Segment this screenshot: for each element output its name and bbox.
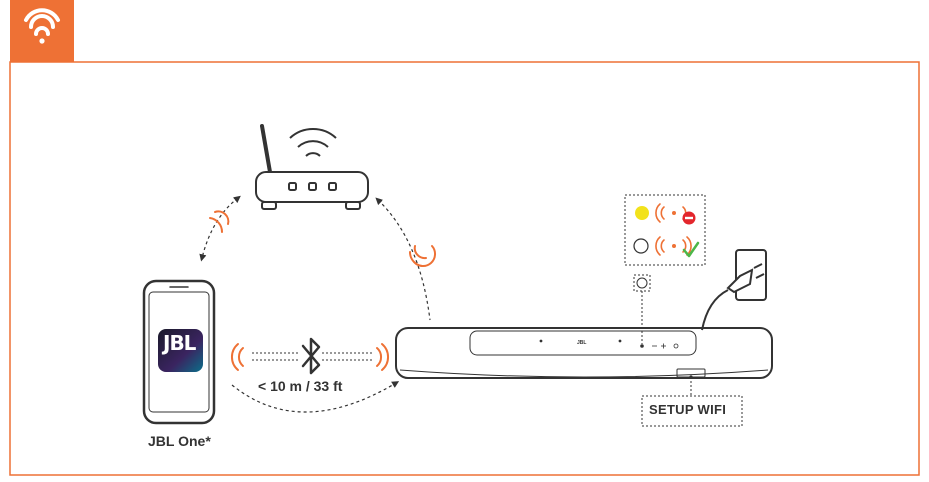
setup-wifi-label: SETUP WIFI [649,402,727,417]
app-logo-text: JBL [163,331,196,355]
range-label: < 10 m / 33 ft [258,378,343,394]
connection-arrows [199,195,431,413]
bluetooth-icon [301,337,321,375]
led-status-callout [624,194,706,344]
power-plug-icon [701,249,767,331]
smartphone-icon [142,279,216,425]
wifi-icon [24,8,60,44]
setup-wifi-button-label [641,395,743,427]
led-indicator-off [633,238,649,254]
soundbar-icon [395,327,773,379]
header-tab [10,0,74,62]
setup-wifi-callout [641,375,743,427]
signal-waves [209,210,437,371]
app-name-label: JBL One* [148,433,211,449]
router-icon [255,124,369,210]
jbl-one-app-icon [158,329,203,372]
no-entry-icon [682,211,696,225]
bluetooth-link [252,352,372,361]
diagram-frame [9,61,920,476]
led-indicator-yellow [635,206,649,220]
checkmark-icon [682,241,700,258]
soundbar-logo: JBL [577,340,586,346]
